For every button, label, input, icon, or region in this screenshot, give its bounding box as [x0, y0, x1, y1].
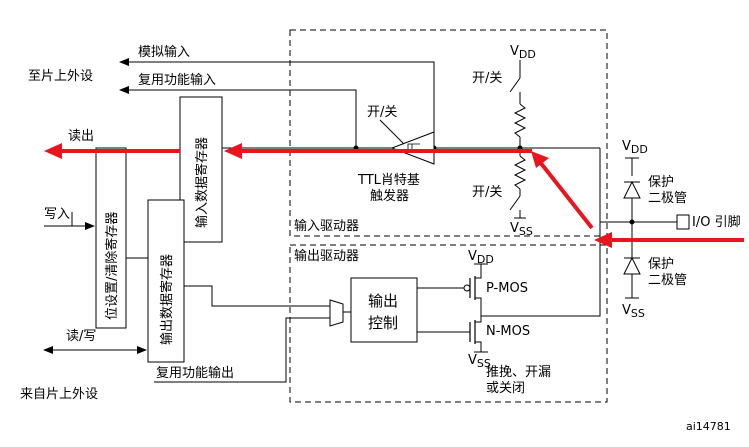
output-control-box — [350, 277, 418, 343]
red-arrow-diagonal — [538, 160, 594, 230]
to-onchip-peripheral-label: 至片上外设 — [28, 69, 93, 84]
input-driver-label: 输入驱动器 — [294, 218, 359, 234]
output-driver-label: 输出驱动器 — [294, 248, 359, 264]
alt-output-to-mux — [154, 317, 330, 383]
input-data-register-box — [179, 96, 223, 243]
output-data-register-box — [147, 199, 185, 363]
read-out-label: 读出 — [68, 129, 94, 144]
pulldown-switch — [509, 195, 521, 211]
protection-diode-lower-label-2: 二极管 — [648, 273, 687, 288]
figure-id-label: ai14781 — [686, 420, 731, 433]
protection-diode-upper-label-2: 二极管 — [648, 191, 687, 206]
diode-vss-label: VSS — [622, 303, 645, 320]
alt-func-input-line — [119, 86, 357, 148]
diode-vdd-label: VDD — [622, 139, 648, 156]
schmitt-trigger-symbol — [390, 131, 435, 165]
nmos-source — [475, 341, 482, 352]
analog-input-line — [119, 58, 435, 148]
push-pull-label-2: 或关闭 — [486, 381, 525, 396]
output-mux — [329, 299, 344, 327]
bit-set-reset-register-box — [95, 147, 127, 329]
read-write-label: 读/写 — [66, 329, 96, 344]
output-data-to-mux — [184, 285, 330, 307]
alt-func-output-label: 复用功能输出 — [156, 365, 234, 381]
write-in-label: 写入 — [44, 207, 70, 222]
nmos-label: N-MOS — [486, 324, 530, 339]
output-control-label-1: 输出 — [368, 292, 398, 310]
pmos-bubble — [463, 284, 471, 292]
pullup-vdd-label: VDD — [510, 44, 536, 61]
pmos-vdd-label: VDD — [468, 249, 494, 266]
pmos-label: P-MOS — [486, 281, 528, 296]
pulldown-vss-label: VSS — [510, 221, 533, 238]
schmitt-on-off-label: 开/关 — [367, 105, 397, 120]
red-highlight-arrows — [44, 143, 744, 248]
protection-diode-upper-label-1: 保护 — [648, 175, 674, 190]
ttl-schmitt-label-2: 触发器 — [370, 188, 409, 204]
schmitt-enable-line — [379, 119, 405, 145]
pullup-on-off-label: 开/关 — [472, 71, 502, 86]
push-pull-label-1: 推挽、开漏 — [486, 364, 551, 380]
pullup-resistor — [513, 103, 527, 138]
pulldown-on-off-label: 开/关 — [472, 185, 502, 200]
nmos-vss-label: VSS — [468, 353, 491, 370]
bit-set-reset-register-label: 位设置/清除寄存器 — [104, 212, 120, 320]
output-control-label-2: 控制 — [368, 314, 398, 332]
protection-diode-lower — [623, 256, 641, 275]
from-onchip-peripheral-label: 来自片上外设 — [20, 387, 98, 402]
protection-diode-lower-label-1: 保护 — [648, 257, 674, 272]
red-arrow-read-out-head — [44, 143, 62, 159]
nmos-drain — [475, 316, 482, 323]
red-arrow-to-idr-head — [224, 143, 242, 159]
pulldown-resistor — [513, 155, 527, 190]
output-driver-dashed-box — [289, 244, 608, 403]
input-data-register-label: 输入数据寄存器 — [194, 137, 210, 228]
alt-func-input-label: 复用功能输入 — [138, 72, 216, 88]
pullup-switch — [509, 77, 521, 93]
ttl-schmitt-label-1: TTL肖特基 — [357, 173, 420, 188]
protection-diode-upper — [623, 180, 641, 199]
red-arrow-pin-in-head — [594, 232, 612, 248]
analog-input-label: 模拟输入 — [138, 44, 190, 60]
io-pin-box — [676, 214, 690, 230]
red-arrow-diagonal-head — [531, 151, 549, 168]
pmos-source — [475, 264, 482, 279]
input-driver-dashed-box — [289, 29, 608, 237]
output-data-register-label: 输出数据寄存器 — [159, 254, 175, 345]
pmos-drain — [475, 297, 601, 317]
io-pin-label: I/O 引脚 — [692, 214, 741, 230]
